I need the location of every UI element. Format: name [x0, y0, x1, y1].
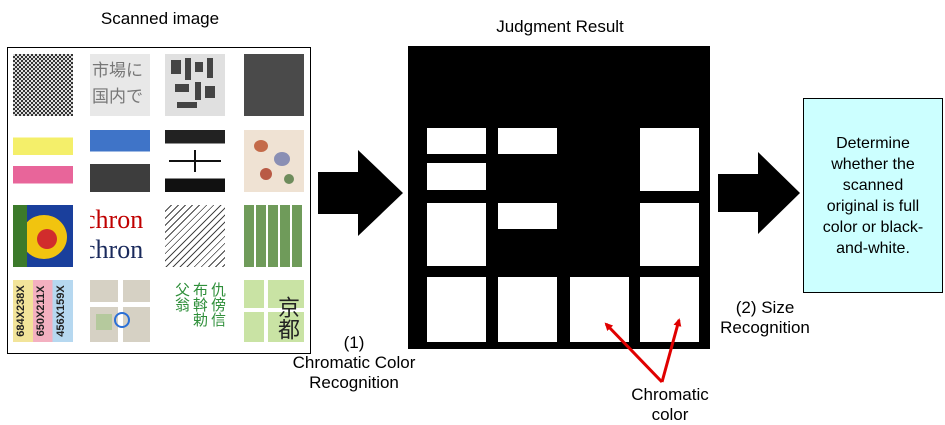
sample-size-label: 684X238X — [15, 285, 27, 337]
scanned-image-title: Scanned image — [100, 9, 220, 28]
determination-line: Determine — [836, 134, 910, 152]
sample-kanji-column: 仇傍信 — [209, 282, 227, 327]
sample-tile-checker — [13, 54, 73, 116]
sample-chron-red: chron — [90, 205, 144, 234]
pointer-arrows — [604, 318, 682, 384]
judgment-box-chromatic — [570, 277, 629, 342]
sample-tile-barcode-blocks — [165, 54, 225, 116]
flow-arrow-icon — [318, 150, 403, 236]
chromatic-recognition-label: (1) Chromatic Color Recognition — [279, 333, 429, 393]
size-recognition-label: (2) Size Recognition — [700, 298, 830, 338]
pointer-arrow-icon — [660, 318, 682, 383]
judgment-box — [640, 128, 699, 191]
pointer-arrow-icon — [604, 322, 664, 384]
sample-tile-hibiscus-photo — [13, 205, 73, 267]
sample-tile-size-labels: 684X238X 650X211X 456X159X — [13, 280, 73, 342]
judgment-result-panel — [408, 46, 710, 349]
sample-tile-japanese-text: 市場に 国内で — [90, 54, 150, 116]
determination-line: original is full — [826, 197, 920, 215]
step-label-line: (2) Size — [735, 298, 795, 317]
judgment-box — [498, 203, 557, 229]
judgment-result-title: Judgment Result — [496, 17, 624, 36]
sample-tile-floral-photo — [244, 130, 304, 192]
judgment-box — [427, 163, 486, 190]
step-number: (1) — [343, 333, 365, 352]
determination-text: Determine whether the scanned original i… — [823, 133, 923, 259]
judgment-box — [427, 128, 486, 154]
judgment-box — [427, 277, 486, 342]
sample-tile-map — [90, 280, 150, 342]
sample-map-kanji: 京都 — [274, 296, 299, 340]
sample-tile-radial-lines — [165, 205, 225, 267]
sample-kanji-column: 父翁 — [173, 282, 191, 312]
chromatic-color-label: Chromatic color — [600, 385, 740, 425]
scanned-image-panel: 市場に 国内で chron chron 684X238X 650 — [7, 47, 311, 354]
judgment-box — [427, 203, 486, 266]
step-label-line: Chromatic Color — [292, 353, 416, 372]
callout-line: Chromatic — [631, 385, 709, 404]
determination-line: and-white. — [836, 239, 910, 257]
sample-tile-dark-gray — [244, 54, 304, 116]
sample-tile-line-marks — [165, 130, 225, 192]
sample-tile-green-japanese — [244, 205, 304, 267]
sample-tile-color-bars — [13, 130, 73, 192]
sample-kanji-column: 布斡勅 — [191, 282, 209, 327]
determination-line: scanned — [842, 176, 904, 194]
step-label-line: Recognition — [720, 318, 810, 337]
determination-line: color or black- — [822, 218, 924, 236]
sample-jp-text-line: 市場に — [92, 61, 143, 81]
sample-chron-navy: chron — [90, 235, 144, 264]
callout-line: color — [651, 405, 689, 424]
sample-size-label: 650X211X — [35, 285, 47, 337]
determination-line: whether the — [831, 155, 915, 173]
sample-tile-chron-text: chron chron — [90, 205, 150, 267]
sample-tile-green-kanji: 仇傍信 布斡勅 父翁 — [165, 280, 229, 346]
step-label-line: Recognition — [309, 373, 399, 392]
flow-arrow-icon — [718, 152, 800, 234]
determination-box: Determine whether the scanned original i… — [803, 98, 943, 293]
judgment-box — [498, 128, 557, 154]
judgment-box-chromatic — [640, 277, 699, 342]
sample-tile-green-map: 京都 — [244, 280, 304, 342]
sample-tile-blue-gray-bars — [90, 130, 150, 192]
sample-jp-text-line: 国内で — [92, 87, 143, 107]
judgment-box — [498, 277, 557, 342]
judgment-box — [640, 203, 699, 266]
sample-size-label: 456X159X — [55, 285, 67, 337]
